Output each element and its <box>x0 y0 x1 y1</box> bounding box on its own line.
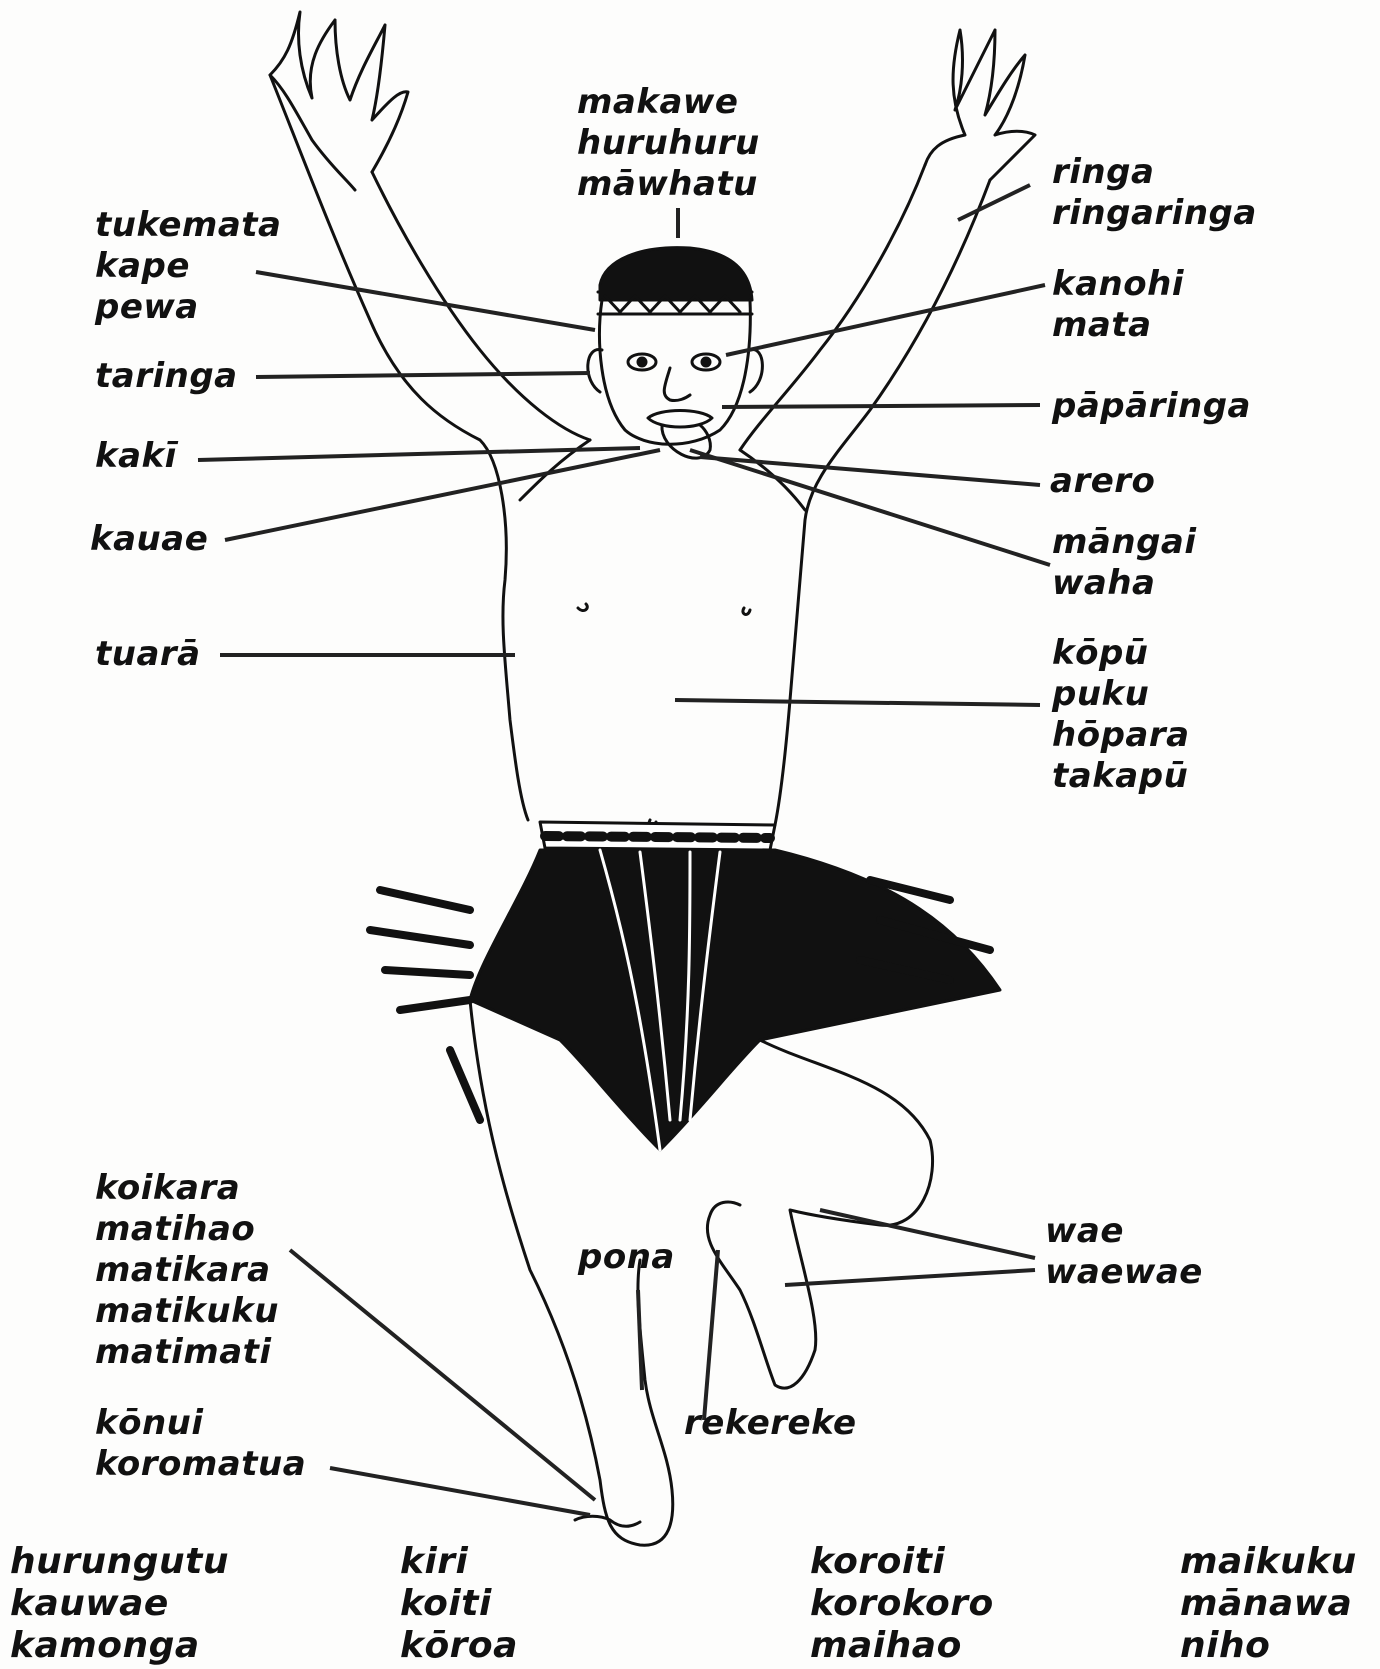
figure-drawing <box>270 12 1035 1545</box>
leader-leg-2 <box>785 1270 1035 1285</box>
label-tongue: arero <box>1050 461 1155 502</box>
left-hand <box>270 12 408 190</box>
label-ear: taringa <box>95 356 238 397</box>
right-ear <box>750 350 762 392</box>
leader-leg-1 <box>820 1210 1035 1258</box>
label-calf: pona <box>578 1237 675 1278</box>
label-neck: kakī <box>95 436 177 477</box>
leader-mouth <box>690 450 1050 565</box>
leader-cheek <box>722 405 1040 407</box>
right-hand <box>925 30 1035 180</box>
left-arm <box>270 75 528 820</box>
piupiu-skirt <box>370 822 1000 1150</box>
right-leg <box>707 1040 932 1388</box>
leader-face <box>726 285 1045 355</box>
leader-heel <box>704 1250 718 1420</box>
leader-arm <box>958 185 1030 220</box>
label-jaw: kauae <box>90 519 208 560</box>
leader-thumb <box>330 1468 590 1515</box>
leader-fingers <box>290 1250 595 1500</box>
leader-belly <box>675 700 1040 705</box>
leader-calf <box>638 1290 642 1390</box>
leader-ear <box>256 373 590 377</box>
leader-jaw <box>225 450 660 540</box>
face-outline <box>600 300 751 444</box>
leader-forehead <box>256 272 595 330</box>
left-arm-inner <box>372 172 590 440</box>
chest-marks <box>578 604 750 827</box>
mouth-shape <box>648 411 712 428</box>
label-heel: rekereke <box>684 1403 857 1444</box>
label-cheek: pāpāringa <box>1052 386 1251 427</box>
label-back: tuarā <box>95 634 201 675</box>
nose <box>664 368 690 401</box>
right-arm <box>775 180 990 825</box>
leader-neck <box>198 448 640 460</box>
